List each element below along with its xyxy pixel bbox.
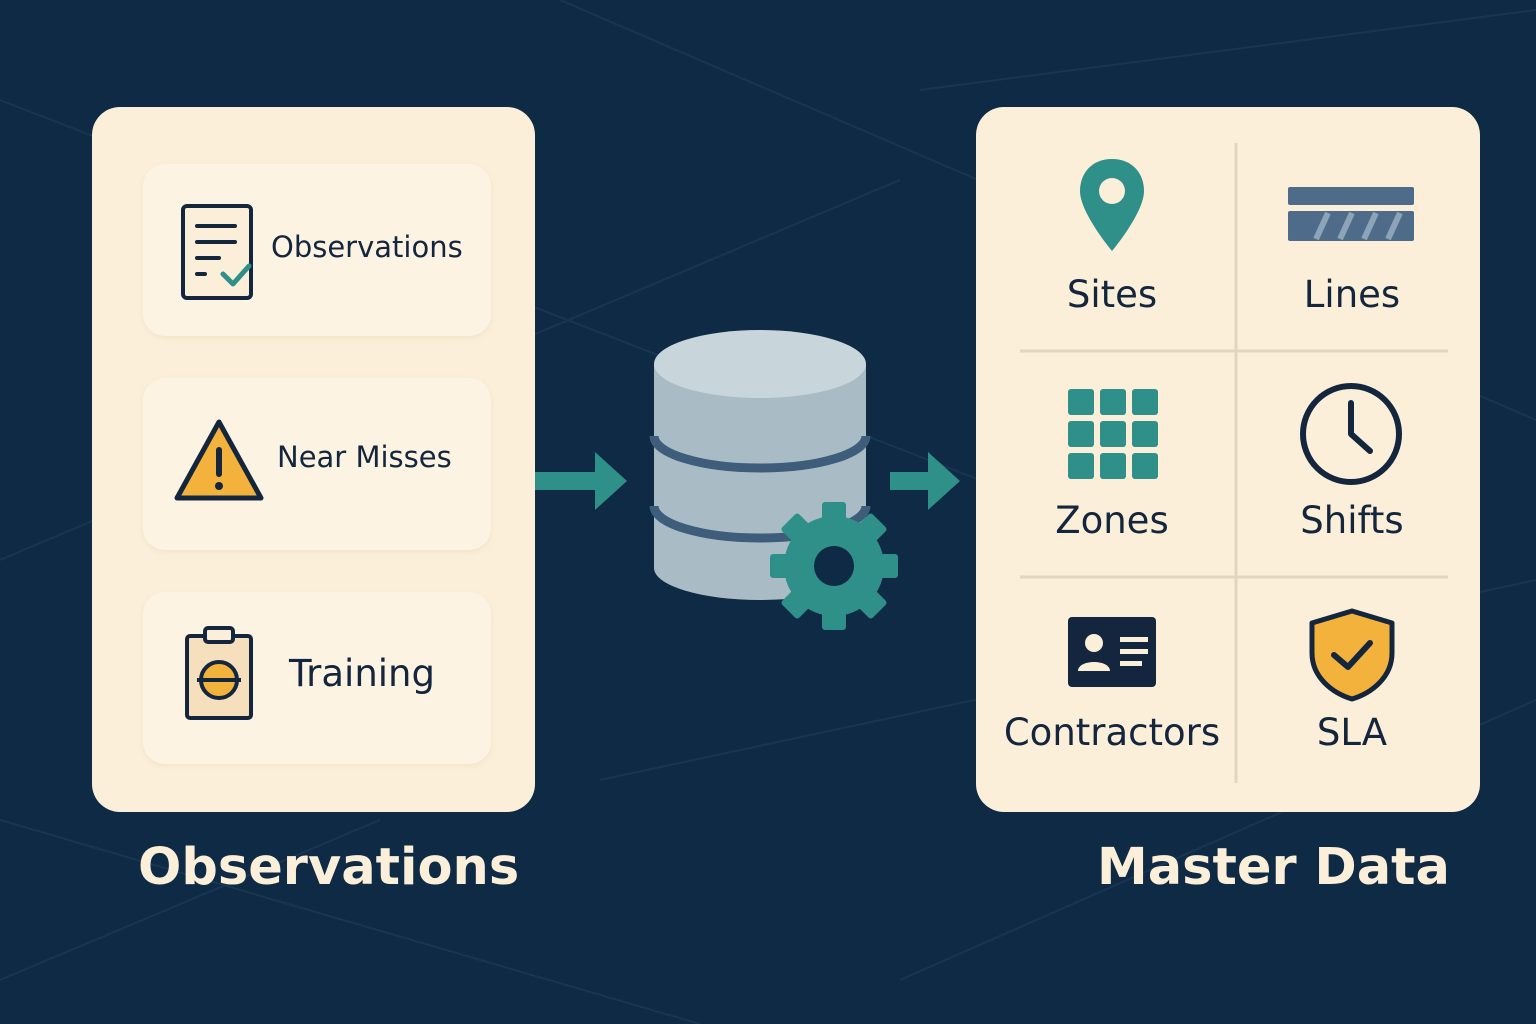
contractors-label: Contractors [1003,711,1221,754]
shifts-cell[interactable]: Shifts [1232,375,1472,595]
zones-label: Zones [1055,499,1169,542]
contractors-cell[interactable]: Contractors [992,603,1232,823]
lines-label: Lines [1303,273,1401,316]
observations-caption: Observations [138,838,520,897]
training-card[interactable]: Training [143,592,491,764]
sites-cell[interactable]: Sites [992,143,1232,363]
grid-dividers [1020,143,1448,783]
clipboard-check-icon [181,204,253,300]
observations-card-label: Observations [271,230,463,264]
near-misses-card[interactable]: Near Misses [143,378,491,550]
master-data-caption: Master Data [1097,838,1450,897]
observations-card[interactable]: Observations [143,164,491,336]
lines-cell[interactable]: Lines [1232,143,1472,363]
arrow-left-to-db-icon [535,452,627,510]
sites-label: Sites [1066,273,1158,316]
near-misses-card-label: Near Misses [277,440,452,474]
warning-triangle-icon [174,419,264,501]
conveyor-line-icon [1288,187,1414,241]
location-pin-icon [1080,159,1144,251]
zones-cell[interactable]: Zones [992,375,1232,595]
sla-label: SLA [1316,711,1388,754]
arrow-db-to-right-icon [890,452,960,510]
id-card-icon [1068,617,1156,687]
clock-icon [1300,383,1402,485]
shifts-label: Shifts [1300,499,1404,542]
training-card-label: Training [289,652,435,695]
master-data-panel: Sites Lines Zones [976,107,1480,812]
database-gear-icon [649,330,898,630]
grid-zones-icon [1068,389,1158,479]
observations-panel: Observations Near Misses Training [92,107,535,812]
shield-check-icon [1309,608,1395,702]
training-badge-icon [185,626,253,720]
sla-cell[interactable]: SLA [1232,603,1472,823]
